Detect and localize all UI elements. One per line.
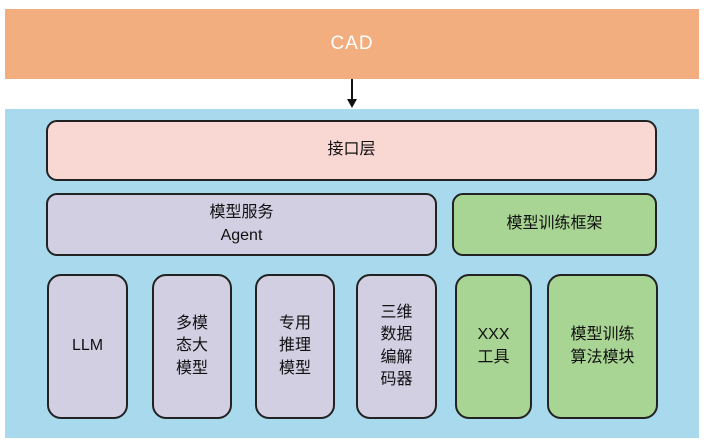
box-llm: LLM xyxy=(47,274,128,419)
down-arrow-icon xyxy=(347,79,357,108)
cad-banner: CAD xyxy=(5,9,699,79)
box-model-training-framework: 模型训练框架 xyxy=(452,193,657,256)
box-model-service-agent: 模型服务 Agent xyxy=(46,193,437,256)
box-3d-data-codec: 三维 数据 编解 码器 xyxy=(356,274,437,419)
box-specialized-reasoning-model: 专用 推理 模型 xyxy=(255,274,335,419)
box-xxx-tools: XXX 工具 xyxy=(455,274,532,419)
box-interface-layer: 接口层 xyxy=(46,120,657,181)
box-multimodal-large-model: 多模 态大 模型 xyxy=(152,274,232,419)
box-training-algorithm-module: 模型训练 算法模块 xyxy=(547,274,658,419)
